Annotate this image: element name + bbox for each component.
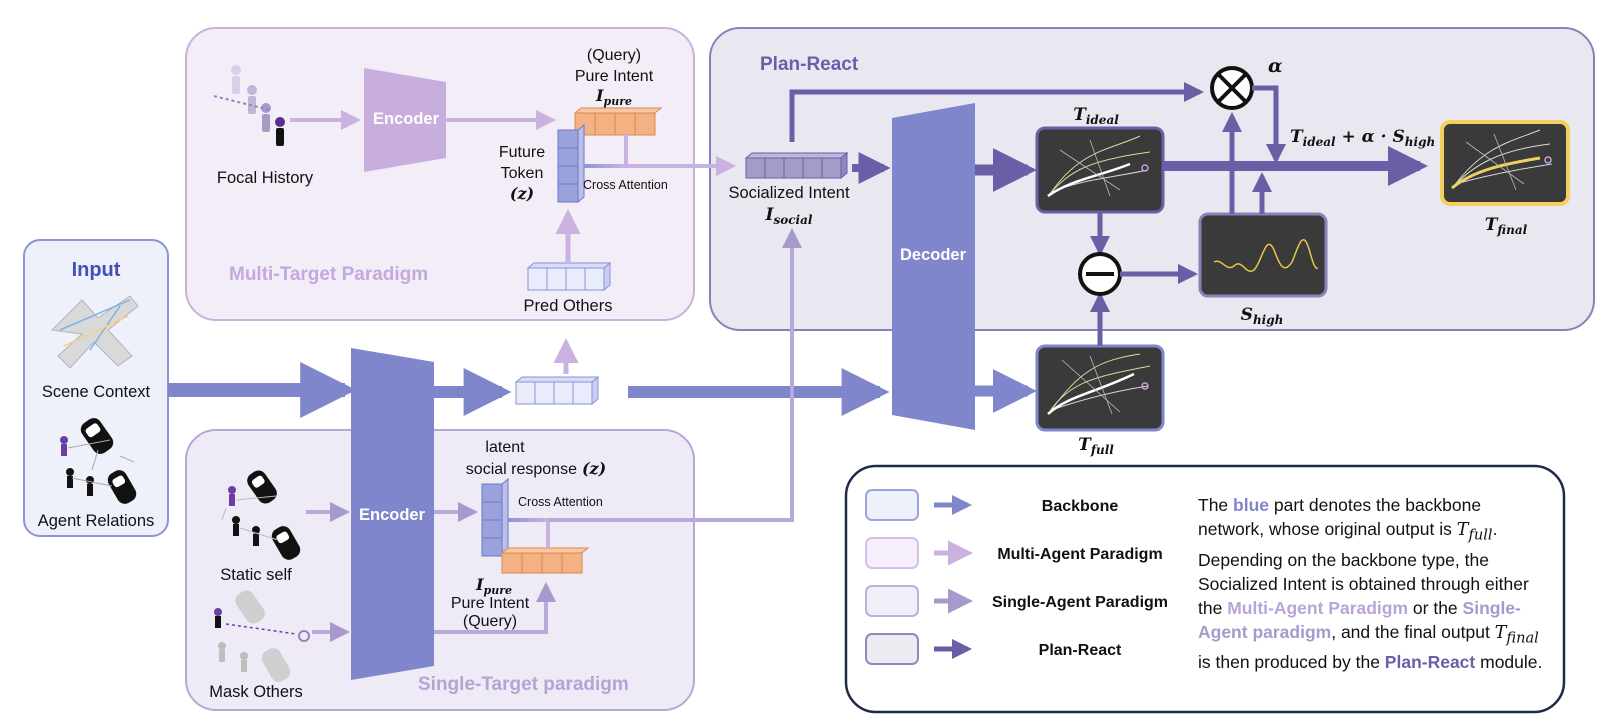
future-token-column (557, 123, 585, 204)
pred-others-token-row (526, 261, 612, 292)
single-to-social-arrow (548, 228, 802, 522)
scene-map-icon (50, 295, 139, 369)
legend-plan-word: Plan-React (1384, 652, 1476, 672)
single-query-token-row (500, 547, 590, 574)
multi-query-token-row (573, 107, 663, 136)
otimes-cross-b (1216, 72, 1248, 104)
legend-swatch-single (865, 585, 919, 617)
token-label: Token (501, 165, 544, 182)
plan-decoder (892, 103, 975, 430)
i-social-label: Isocial (765, 205, 813, 227)
legend-swatch-backbone (865, 489, 919, 521)
final-formula: Tideal + α · Shigh (1290, 127, 1435, 149)
legend-label-multi: Multi-Agent Paradigm (997, 546, 1162, 563)
backbone-token-row (514, 375, 600, 406)
t-ideal-label: Tideal (1073, 105, 1119, 127)
single-target-panel (185, 429, 695, 711)
social-to-otimes-arrow (789, 82, 1204, 142)
static-self-icon (221, 470, 301, 560)
alpha-label: α (1268, 55, 1283, 77)
legend-blue-word: blue (1233, 495, 1270, 515)
agent-relations-icon (60, 418, 137, 504)
legend-label-backbone: Backbone (1042, 498, 1119, 515)
mask-others-label: Mask Others (209, 683, 303, 701)
scene-context-label: Scene Context (42, 383, 151, 401)
socialized-intent-token-row (744, 151, 849, 180)
multi-i-pure-label: Ipure (595, 86, 632, 108)
multi-encoder-label: Encoder (373, 110, 440, 128)
plan-decoder-label: Decoder (900, 246, 967, 264)
input-title: Input (72, 259, 121, 281)
t-final-label: Tfinal (1485, 215, 1528, 237)
future-label: Future (499, 144, 545, 161)
single-i-pure-label: Ipure (475, 575, 512, 597)
multi-pure-intent-label: Pure Intent (575, 68, 654, 85)
multi-query-label: (Query) (587, 47, 641, 64)
focal-history-icon (213, 65, 285, 146)
s-high-label: Shigh (1241, 305, 1284, 327)
t-full-trajectories (1047, 353, 1151, 415)
legend-panel (844, 464, 1566, 714)
single-pure-intent-label: Pure Intent (451, 595, 530, 612)
legend-label-plan: Plan-React (1039, 642, 1122, 659)
agent-relations-label: Agent Relations (38, 512, 155, 530)
single-cross-attention-label: Cross Attention (518, 495, 603, 509)
t-ideal-trajectories (1047, 135, 1151, 198)
legend-label-single: Single-Agent Paradigm (992, 594, 1168, 611)
multi-cross-attention-label: Cross Attention (583, 178, 668, 192)
legend-description: The blue part denotes the backbone netwo… (1198, 495, 1543, 672)
multi-z-label: (z) (510, 184, 534, 203)
s-high-signal (1213, 239, 1319, 272)
mask-others-icon (214, 590, 310, 682)
encoder-to-single-query-arrow (434, 582, 556, 634)
legend-multi-word: Multi-Agent Paradigm (1227, 597, 1409, 618)
t-full-label: Tfull (1078, 435, 1114, 457)
single-target-title: Single-Target paradigm (418, 674, 629, 695)
t-final-trajectories (1451, 129, 1553, 191)
t-ideal-box (1035, 126, 1165, 214)
legend-t-full: Tfull (1456, 520, 1493, 544)
backbone-encoder-label: Encoder (359, 506, 426, 524)
plan-react-title: Plan-React (760, 54, 859, 75)
socialized-intent-label: Socialized Intent (728, 184, 849, 202)
s-high-box (1198, 212, 1328, 298)
multi-encoder (364, 68, 446, 172)
focal-history-label: Focal History (217, 169, 314, 187)
static-self-label: Static self (220, 566, 292, 584)
single-query-label: (Query) (463, 613, 517, 630)
legend-single-word: Single-Agent paradigm (1198, 597, 1521, 642)
pred-others-label: Pred Others (524, 297, 613, 315)
latent-token-column (481, 477, 509, 558)
multi-target-title: Multi-Target Paradigm (229, 264, 428, 285)
legend-swatch-plan (865, 633, 919, 665)
legend-t-final: Tfinal (1494, 622, 1539, 647)
latent-label: latent (485, 439, 525, 456)
legend-swatch-multi (865, 537, 919, 569)
social-response-label: social response(z) (466, 459, 606, 478)
backbone-encoder (351, 348, 434, 680)
otimes-to-formula-arrow (1252, 85, 1286, 164)
